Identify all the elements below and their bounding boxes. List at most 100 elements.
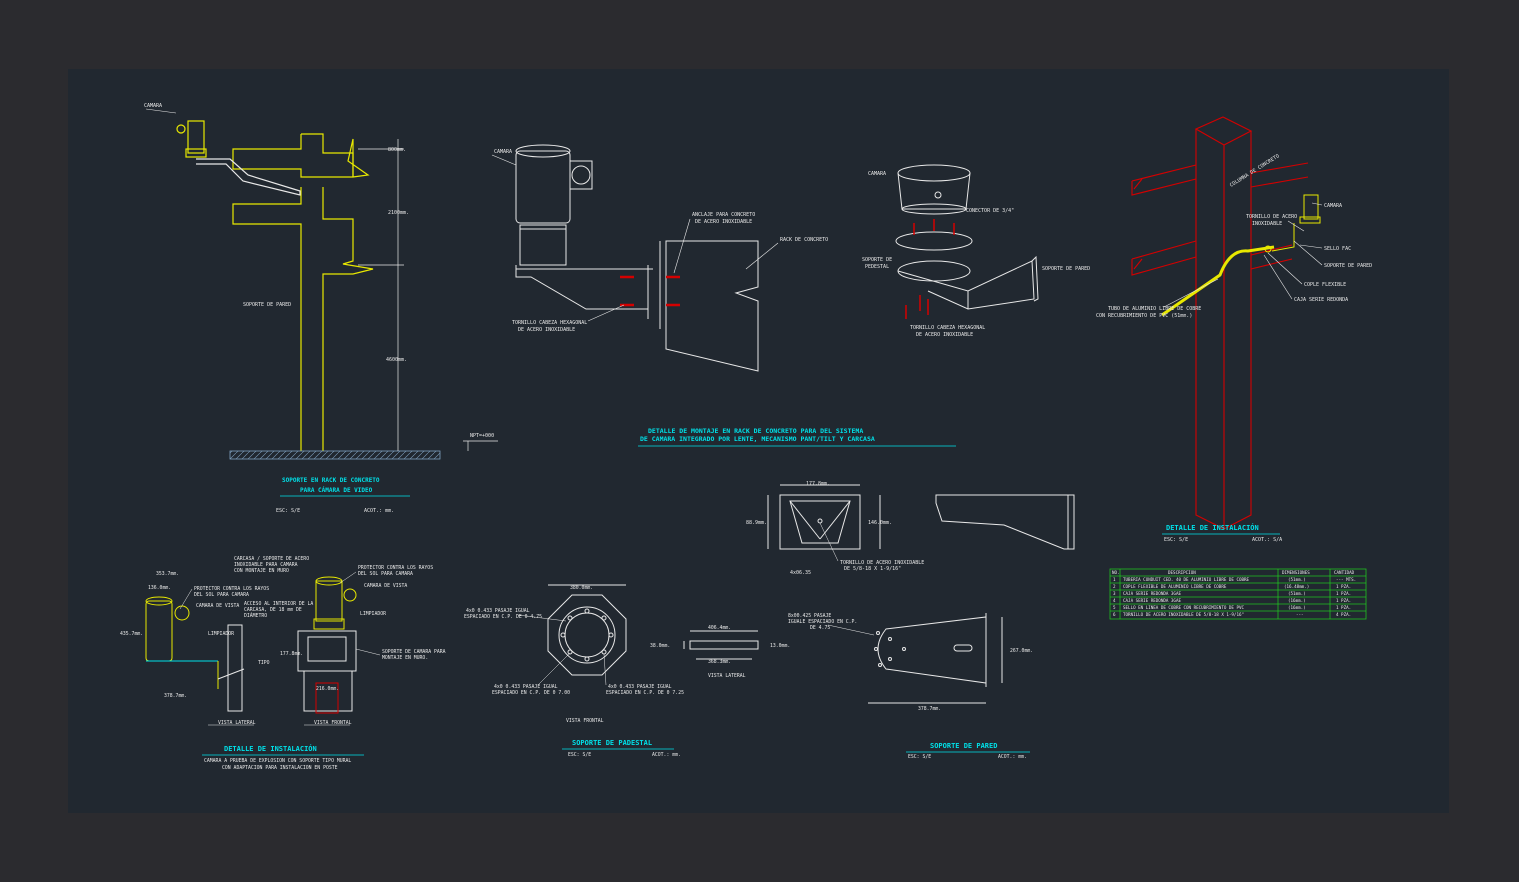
table-cell: 4 PZA. [1336, 612, 1351, 617]
d2-protector-3: PROTECTOR CONTRA LOS RAYOS [358, 565, 433, 571]
rack-anclaje-1: ANCLAJE PARA CONCRETO [692, 212, 755, 218]
bracket-dim-w: 177.8mm. [806, 481, 830, 487]
d2-soporte-1: SOPORTE DE CAMARA PARA [382, 649, 446, 655]
pedestal-note-tl-2: ESPACIADO EN C.P. DE 0 4.75 [464, 614, 542, 620]
d2-limpiador-2: LIMPIADOR [360, 611, 386, 617]
d2-acceso-2: CARCASA, DE 18 mm DE [244, 607, 302, 613]
table-cell: 6 [1113, 612, 1116, 617]
pole-dimensions [358, 139, 498, 451]
d2-protector-4: DEL SOL PARA CAMARA [358, 571, 413, 577]
d2-camara-vista-2: CAMARA DE VISTA [364, 583, 407, 589]
d2-vista-frontal: VISTA FRONTAL [314, 720, 352, 726]
install-tubo-1: TUBO DE ALUMINIO LIBRE DE COBRE [1108, 306, 1201, 312]
install-3d [1131, 116, 1309, 530]
table-header: CANTIDAD [1334, 570, 1355, 575]
install-cople-label: COPLE FLEXIBLE [1304, 282, 1346, 288]
install-camara-label: CAMARA [1324, 203, 1342, 209]
table-cell: 1 PZA. [1336, 605, 1351, 610]
pole-title-1: SOPORTE EN RACK DE CONCRETO [282, 477, 380, 484]
pedestal-note-tl-1: 4x0 0.433 PASAJE IGUAL [466, 608, 530, 614]
install-title: DETALLE DE INSTALACIÓN [1166, 523, 1259, 532]
pole-camara-label: CAMARA [144, 103, 162, 109]
wall-scale: ESC: S/E [908, 754, 931, 760]
pole-scale: ESC: S/E [276, 508, 300, 514]
rack-title-1: DETALLE DE MONTAJE EN RACK DE CONCRETO P… [648, 427, 863, 435]
cad-drawing: CAMARA 800mm. 2100mm. 4600mm. SOPORTE DE… [120, 103, 1372, 771]
install-units: ACOT.: S/A [1252, 537, 1282, 543]
table-cell: SELLO EN LINEA DE COBRE CON RECUBRIMIENT… [1123, 605, 1244, 610]
d2-vista-lateral: VISTA LATERAL [218, 720, 256, 726]
wall-note-2: IGUALE ESPACIADO EN C.P. [788, 619, 857, 625]
pedestal-note-br-1: 4x0 0.433 PASAJE IGUAL [608, 684, 672, 690]
pole-npt-label: NPT=+000 [470, 433, 494, 439]
install-tornillo-1: TORNILLO DE ACERO [1246, 214, 1297, 220]
bracket-tornillo-2: DE 5/8-18 X 1-9/16" [844, 566, 901, 572]
d2-title: DETALLE DE INSTALACIÓN [224, 744, 317, 753]
pole-dim-top: 800mm. [388, 147, 406, 153]
bracket-dim-h2: 146.0mm. [868, 520, 892, 526]
d2-note-2: CON ADAPTACION PARA INSTALACION EN POSTE [222, 765, 338, 771]
materials-table: NO. DESCRIPCION DIMENSIONES CANTIDAD 1 T… [1112, 570, 1356, 617]
table-cell: CAJA SERIE REDONDA 3GAE [1123, 598, 1181, 603]
wall-title: SOPORTE DE PARED [930, 742, 997, 750]
rack-title-2: DE CAMARA INTEGRADO POR LENTE, MECANISMO… [640, 435, 875, 443]
wall-bracket-front [767, 484, 881, 550]
table-cell: TORNILLO DE ACERO INOXIDABLE DE 5/8-18 X… [1123, 612, 1244, 617]
exploded-pedestal-2: PEDESTAL [865, 264, 889, 270]
rack-tornillo-2: DE ACERO INOXIDABLE [518, 327, 575, 333]
install-tornillo-2: INOXIDABLE [1252, 221, 1282, 227]
pedestal-note-br-2: ESPACIADO EN C.P. DE 0 7.25 [606, 690, 684, 696]
table-cell: 4 [1113, 598, 1116, 603]
table-cell: 1 PZA. [1336, 598, 1351, 603]
pedestal-title: SOPORTE DE PADESTAL [572, 739, 652, 747]
exploded-view [895, 164, 1039, 310]
pedestal-vista-frontal: VISTA FRONTAL [566, 718, 604, 724]
table-cell: (16mm.) [1288, 605, 1306, 610]
table-cell: 3 [1113, 591, 1116, 596]
wall-bracket-side [935, 494, 1075, 550]
install-scale: ESC: S/E [1164, 537, 1188, 543]
install-3d-camera [1264, 194, 1321, 253]
exploded-tornillo-2: DE ACERO INOXIDABLE [916, 332, 973, 338]
rack-detail [515, 144, 759, 372]
table-cell: 1 [1113, 577, 1116, 582]
d2-dim-1: 353.7mm. [156, 571, 179, 577]
materials-table-grid [1109, 568, 1367, 620]
rack-anclaje-2: DE ACERO INOXIDABLE [695, 219, 752, 225]
table-cell: (51mm.) [1288, 577, 1306, 582]
install-sello-label: SELLO FAC [1324, 246, 1351, 252]
table-cell: (16.48mm.) [1284, 584, 1309, 589]
table-cell: TUBERIA CONDUIT CED. 40 DE ALUMINIO LIBR… [1123, 577, 1250, 582]
table-cell: --- MTS. [1336, 577, 1356, 582]
d2-dim-2: 136.0mm. [148, 585, 171, 591]
wall-dim-h: 267.0mm. [1010, 648, 1033, 654]
bracket-dim-h1: 88.9mm. [746, 520, 767, 526]
table-cell: 2 [1113, 584, 1116, 589]
d2-dim-6: 216.0mm. [316, 686, 339, 692]
pedestal-dim-side-2: 38.0mm. [650, 643, 670, 649]
table-header: NO. [1112, 570, 1120, 575]
bracket-ref: 4x06.35 [790, 570, 811, 576]
table-cell: (16mm.) [1288, 598, 1306, 603]
pedestal-dim-side-4: 13.0mm. [770, 643, 790, 649]
d2-camara-1: CARCASA / SOPORTE DE ACERO [234, 556, 309, 562]
pole-dim-mid: 2100mm. [388, 210, 409, 216]
rack-camara-label: CAMARA [494, 149, 512, 155]
exploded-camara-label: CAMARA [868, 171, 886, 177]
table-cell: (51mm.) [1288, 591, 1306, 596]
d2-dim-4: 378.7mm. [164, 693, 187, 699]
pedestal-front [547, 584, 627, 676]
exploded-bolts [905, 219, 955, 319]
d2-dim-3: 435.7mm. [120, 631, 143, 637]
install-tubo-2: CON RECUBRIMIENTO DE PVC (51mm.) [1096, 313, 1192, 319]
install-caja-label: CAJA SERIE REDONDA [1294, 297, 1348, 303]
d2-camara-2: INOXIDABLE PARA CAMARA [234, 562, 298, 568]
wall-note-3: DE 4.75 [810, 625, 830, 631]
d2-protector-2: DEL SOL PARA CAMARA [194, 592, 249, 598]
pedestal-dim-side-1: 406.4mm. [708, 625, 731, 631]
install-pared-label: SOPORTE DE PARED [1324, 263, 1372, 269]
pole-ground [229, 450, 441, 460]
table-cell: 5 [1113, 605, 1116, 610]
pedestal-units: ACOT.: mm. [652, 752, 681, 758]
table-cell: 1 PZA. [1336, 584, 1351, 589]
